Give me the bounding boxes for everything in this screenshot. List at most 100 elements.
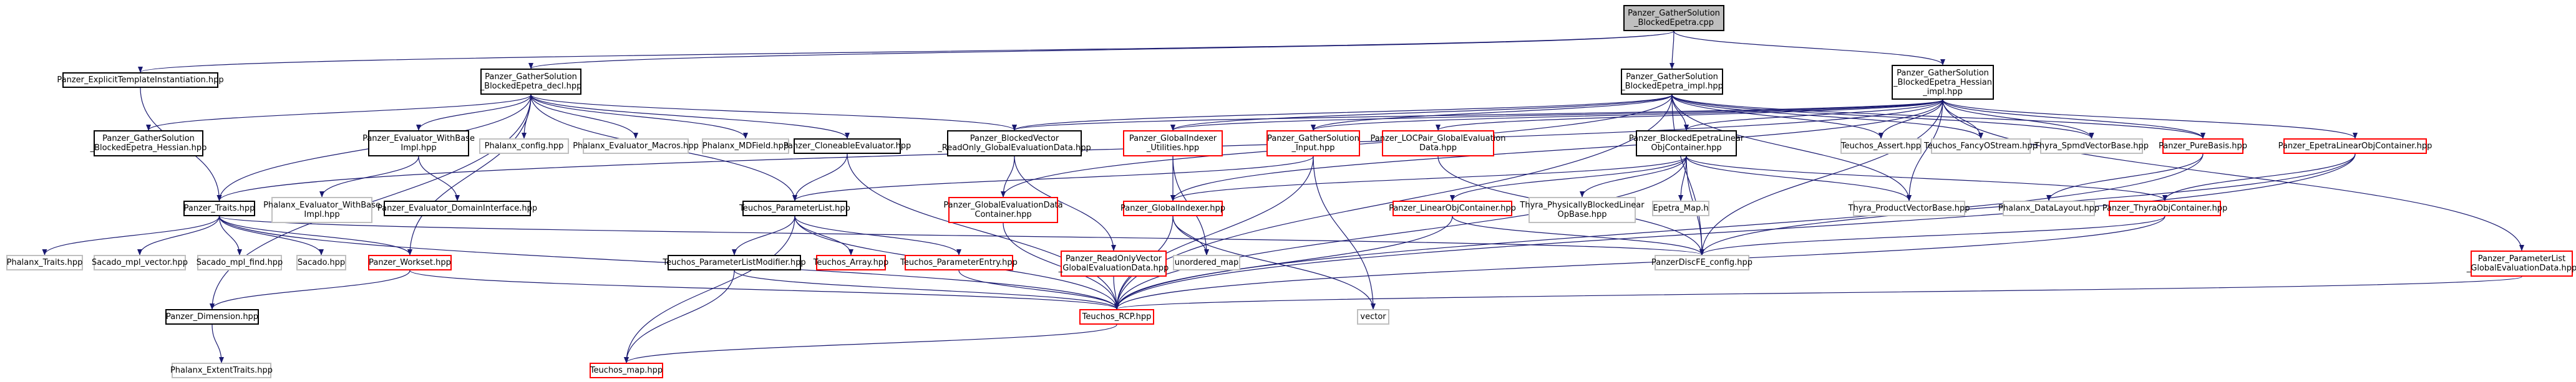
node-decl[interactable]: Panzer_GatherSolution _BlockedEpetra_dec…: [480, 69, 581, 95]
edge-blocked-vector-to-ged-container: [1001, 156, 1015, 198]
edge-hessian-impl-to-purebasis: [1942, 99, 2205, 139]
node-purebasis[interactable]: Panzer_PureBasis.hpp: [2159, 138, 2247, 154]
edge-eval-withbase-to-domain-iface: [418, 156, 460, 201]
node-thyra-prod: Thyra_ProductVectorBase.hpp: [1849, 201, 1970, 216]
edge-blocked-eplin-to-thyra-prod: [1686, 156, 1912, 201]
edge-hessian-impl-to-discfe: [1699, 99, 1943, 255]
edge-traits-to-sacado: [218, 216, 324, 255]
edge-impl-to-purebasis: [1671, 94, 2205, 139]
node-linobj[interactable]: Panzer_LinearObjContainer.hpp: [1389, 201, 1516, 216]
edge-hessian-impl-to-gs-input: [1311, 99, 1943, 131]
node-phalanx-macros: Phalanx_Evaluator_Macros.hpp: [573, 138, 699, 154]
edge-blocked-eplin-to-globalindexer: [1170, 156, 1687, 201]
edge-impl-to-gs-input: [1311, 94, 1673, 131]
node-thyra-objc[interactable]: Panzer_ThyraObjContainer.hpp: [2102, 201, 2227, 216]
edge-decl-to-phalanx-macros: [530, 94, 638, 139]
node-gi-utilities[interactable]: Panzer_GlobalIndexer _Utilities.hpp: [1123, 130, 1223, 156]
node-fancyos: Teuchos_FancyOStream.hpp: [1924, 138, 2038, 154]
node-paramlist-mod[interactable]: Teuchos_ParameterListModifier.hpp: [663, 255, 806, 270]
edge-traits-to-mpl-vector: [137, 216, 220, 255]
node-teuchos-assert: Teuchos_Assert.hpp: [1840, 138, 1922, 154]
edge-hessian-impl-to-locpair: [1436, 99, 1943, 131]
edge-param-list-ged-to-rcp: [1114, 276, 2522, 310]
node-domain-iface[interactable]: Panzer_Evaluator_DomainInterface.hpp: [377, 201, 537, 216]
edge-paramentry-to-rcp: [958, 270, 1119, 310]
node-blocked-vector[interactable]: Panzer_BlockedVector _ReadOnly_GlobalEva…: [938, 130, 1091, 156]
node-thyra-spmd: Thyra_SpmdVectorBase.hpp: [2034, 138, 2149, 154]
edge-traits-to-workset: [218, 216, 412, 255]
node-readonly-vector[interactable]: Panzer_ReadOnlyVector _GlobalEvaluationD…: [1059, 251, 1169, 277]
edge-linobj-to-discfe: [1452, 216, 1704, 255]
edge-impl-to-blocked-vector: [1012, 94, 1673, 131]
edge-hessian-impl-to-thyra-prod: [1907, 99, 1943, 201]
node-paramentry[interactable]: Teuchos_ParameterEntry.hpp: [900, 255, 1018, 270]
node-mpl-find: Sacado_mpl_find.hpp: [197, 255, 283, 270]
edge-cloneable-to-paramlist: [792, 153, 848, 201]
edge-traits-to-mpl-find: [218, 216, 242, 255]
node-ged-container[interactable]: Panzer_GlobalEvaluationData Container.hp…: [943, 197, 1063, 223]
edge-traits-to-phalanx-traits: [42, 216, 220, 255]
node-eval-withbase[interactable]: Panzer_Evaluator_WithBase Impl.hpp: [362, 130, 475, 156]
node-teuchos-array[interactable]: Teuchos_Array.hpp: [814, 255, 888, 270]
node-impl[interactable]: Panzer_GatherSolution _BlockedEpetra_imp…: [1621, 69, 1723, 95]
node-globalindexer[interactable]: Panzer_GlobalIndexer.hpp: [1120, 201, 1225, 216]
node-workset[interactable]: Panzer_Workset.hpp: [368, 255, 452, 270]
node-gs-input[interactable]: Panzer_GatherSolution _Input.hpp: [1266, 130, 1360, 156]
edge-gs-input-to-rcp: [1114, 156, 1314, 310]
edge-impl-to-thyra-prod: [1671, 94, 1912, 201]
node-sacado: Sacado.hpp: [296, 255, 346, 270]
edge-purebasis-to-rcp: [1114, 153, 2204, 310]
edge-workset-to-rcp: [409, 270, 1119, 310]
edge-paramlist-to-paramlist-mod: [732, 216, 795, 255]
node-paramlist[interactable]: Teuchos_ParameterList.hpp: [739, 201, 850, 216]
edge-decl-to-mdfield: [530, 94, 748, 139]
edge-eval-withbase-to-eval-withbase2: [319, 156, 419, 198]
node-param-list-ged[interactable]: Panzer_ParameterList _GlobalEvaluationDa…: [2467, 251, 2576, 277]
node-rcp[interactable]: Teuchos_RCP.hpp: [1079, 309, 1154, 325]
node-hessian-impl[interactable]: Panzer_GatherSolution _BlockedEpetra_Hes…: [1892, 65, 1994, 100]
node-gs-hessian[interactable]: Panzer_GatherSolution _BlockedEpetra_Hes…: [90, 130, 207, 156]
node-phalanx-config: Phalanx_config.hpp: [479, 138, 569, 154]
node-eval-withbase2: Phalanx_Evaluator_WithBase Impl.hpp: [263, 197, 381, 223]
edge-paramlist-mod-to-teuchos-map: [624, 270, 735, 363]
node-dimension[interactable]: Panzer_Dimension.hpp: [165, 309, 259, 325]
node-phalanx-traits: Phalanx_Traits.hpp: [6, 255, 83, 270]
edge-decl-to-cloneable: [530, 94, 850, 139]
edge-paramlist-to-teuchos-map: [624, 216, 795, 363]
node-epetra-map: Epetra_Map.h: [1652, 201, 1709, 216]
edge-decl-to-blocked-vector: [530, 94, 1017, 131]
node-root[interactable]: Panzer_GatherSolution _BlockedEpetra.cpp: [1623, 5, 1724, 31]
edge-gs-input-to-paramlist: [792, 156, 1314, 201]
node-unordered-map: unordered_map: [1173, 255, 1240, 270]
edge-blocked-eplin-to-linobj: [1450, 156, 1687, 201]
edge-root-to-hessian-impl: [1673, 31, 1945, 65]
edge-gs-input-to-vector: [1313, 156, 1376, 310]
edge-cloneable-to-rcp: [847, 153, 1119, 310]
edge-hessian-impl-to-blocked-eplin: [1684, 99, 1943, 131]
node-teuchos-map[interactable]: Teuchos_map.hpp: [590, 363, 663, 378]
node-mpl-vector: Sacado_mpl_vector.hpp: [92, 255, 188, 270]
edge-decl-to-workset: [407, 94, 532, 255]
edge-paramlist-mod-to-rcp: [734, 270, 1119, 310]
edge-impl-to-fancyos: [1671, 94, 1983, 139]
edge-dimension-to-extent: [211, 324, 224, 363]
edge-hessian-impl-to-epetra-lin: [1942, 99, 2358, 139]
node-blocked-eplin[interactable]: Panzer_BlockedEpetraLinear ObjContainer.…: [1629, 130, 1744, 156]
node-explicit[interactable]: Panzer_ExplicitTemplateInstantiation.hpp: [57, 72, 224, 88]
node-cloneable[interactable]: Panzer_CloneableEvaluator.hpp: [784, 138, 911, 154]
edge-hessian-impl-to-param-list-ged: [1942, 99, 2524, 251]
edge-impl-to-gi-utilities: [1170, 94, 1673, 131]
edge-root-to-explicit: [138, 31, 1674, 73]
edge-ged-container-to-rcp: [1003, 222, 1119, 310]
edge-impl-to-thyra-spmd: [1671, 94, 2094, 139]
edge-rcp-to-teuchos-map: [624, 324, 1117, 363]
edge-hessian-impl-to-blocked-vector: [1012, 99, 1943, 131]
node-mdfield: Phalanx_MDField.hpp: [702, 138, 789, 154]
node-traits[interactable]: Panzer_Traits.hpp: [183, 201, 255, 216]
edge-thyra-objc-to-rcp: [1114, 216, 2165, 310]
edge-epetra-lin-to-thyra-objc: [2162, 153, 2356, 201]
node-epetra-lin[interactable]: Panzer_EpetraLinearObjContainer.hpp: [2278, 138, 2432, 154]
node-locpair[interactable]: Panzer_LOCPair_GlobalEvaluation Data.hpp: [1371, 130, 1505, 156]
